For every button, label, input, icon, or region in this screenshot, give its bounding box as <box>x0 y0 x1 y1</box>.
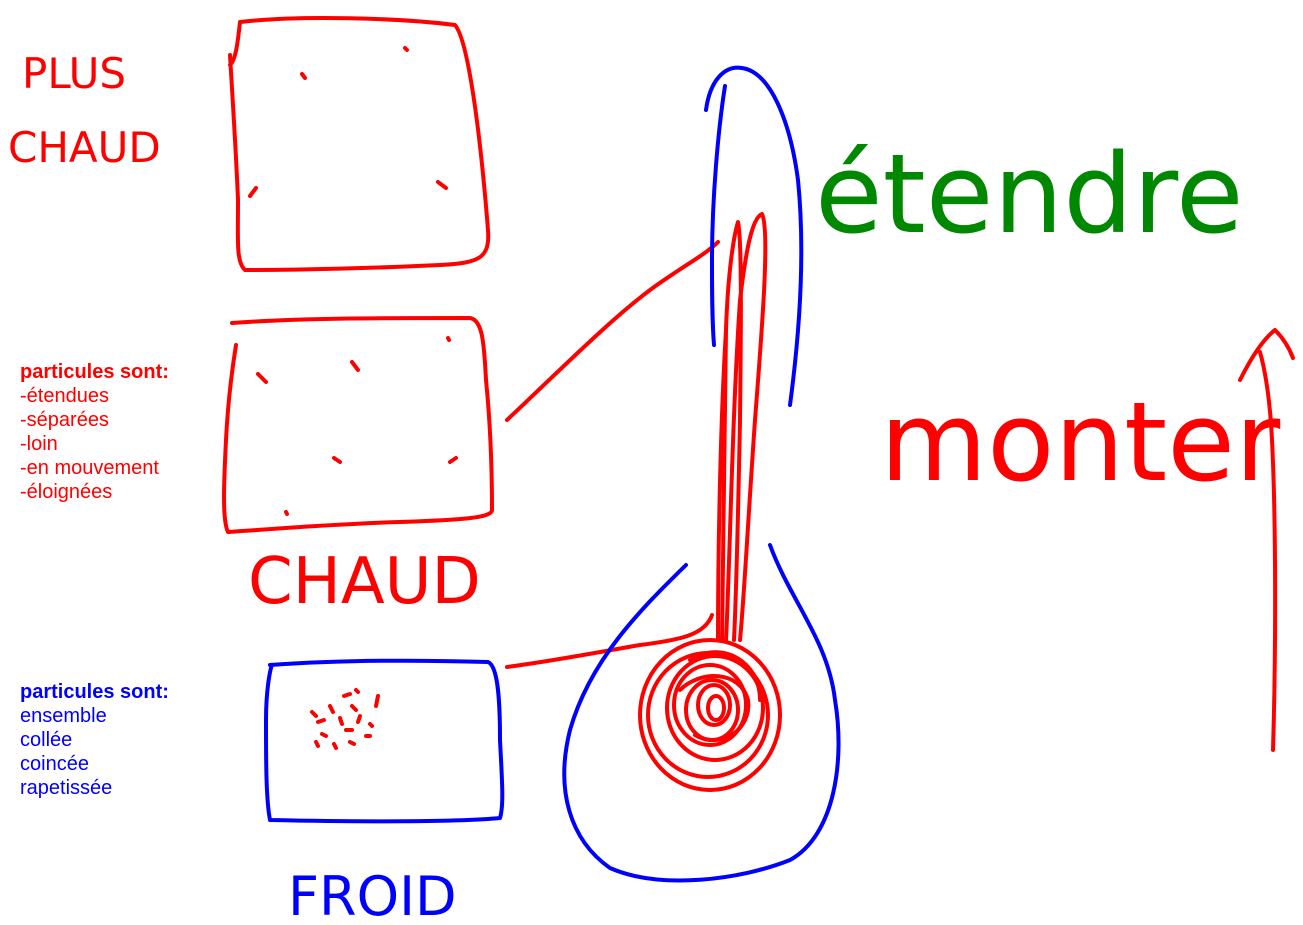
cold-note-item: coincée <box>20 753 89 775</box>
hot-note-item: -éloignées <box>20 481 113 503</box>
label-hotter: CHAUD <box>8 123 161 172</box>
label-hot: CHAUD <box>248 545 481 619</box>
hot-note-item: -en mouvement <box>20 457 159 479</box>
hot-connector <box>505 240 720 422</box>
hot-note-item: -loin <box>20 433 58 455</box>
cold-box <box>264 658 505 824</box>
label-cold: FROID <box>288 865 457 925</box>
cold-note-item: collée <box>20 729 73 751</box>
hot-particles <box>256 336 458 516</box>
liquid-bulb <box>638 638 782 792</box>
thermometer-bulb <box>562 543 841 883</box>
cold-note-item: ensemble <box>20 705 107 727</box>
label-expand: étendre <box>815 130 1244 258</box>
cold-particle-notes: particules sont: ensemble collée coincée… <box>20 680 169 800</box>
hotter-box <box>228 16 491 272</box>
label-rise: monter <box>880 378 1281 506</box>
cold-notes-heading: particules sont: <box>20 681 169 703</box>
cold-particles <box>310 688 380 750</box>
hot-particle-notes: particules sont: -étendues -séparées -lo… <box>20 360 169 504</box>
hot-box <box>222 316 494 534</box>
cold-note-item: rapetissée <box>20 777 113 799</box>
liquid-column <box>716 212 768 642</box>
hot-note-item: -étendues <box>20 385 109 407</box>
hot-notes-heading: particules sont: <box>20 361 169 383</box>
hot-note-item: -séparées <box>20 409 109 431</box>
hotter-particles <box>248 46 448 198</box>
label-plus: PLUS <box>22 49 126 98</box>
cold-connector <box>505 613 714 669</box>
thermometer-tube <box>704 65 804 407</box>
thermometer-tube-left <box>710 84 727 347</box>
rise-arrow <box>1238 328 1295 752</box>
